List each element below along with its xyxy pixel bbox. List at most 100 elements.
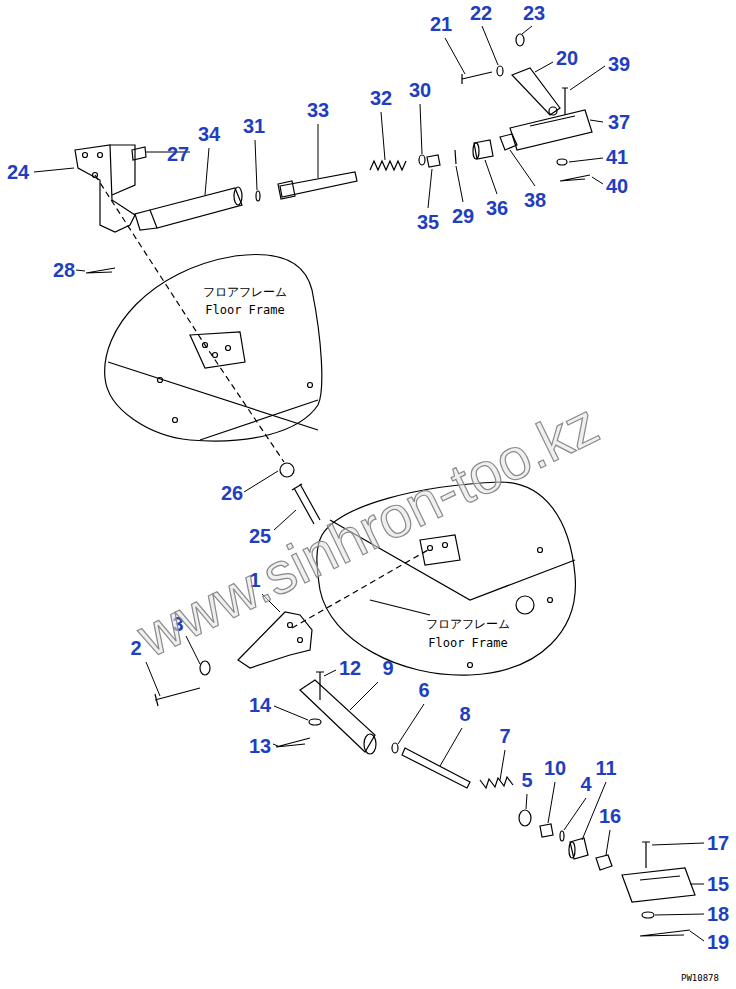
- lower-parts-stroke: [155, 688, 200, 706]
- leader-lines-stroke: [655, 914, 704, 915]
- floor-frame-lower-stroke: [548, 598, 553, 603]
- lower-parts-stroke: [569, 842, 575, 858]
- upper-parts-stroke: [462, 72, 492, 84]
- callout-number: 24: [7, 162, 29, 182]
- callout-number: 34: [198, 124, 220, 144]
- upper-parts-stroke: [516, 34, 524, 46]
- callout-number: 21: [430, 14, 452, 34]
- upper-parts-stroke: [150, 188, 242, 228]
- upper-parts-stroke: [278, 181, 295, 199]
- floor-frame-lower-stroke: [538, 548, 543, 553]
- callout-number: 28: [53, 260, 75, 280]
- lower-parts-stroke: [298, 638, 303, 643]
- lower-parts-stroke: [276, 738, 310, 747]
- leader-lines-stroke: [570, 66, 605, 90]
- upper-parts-stroke: [530, 116, 575, 126]
- leader-lines-stroke: [690, 931, 704, 941]
- lower-parts-stroke: [540, 824, 553, 837]
- upper-parts-stroke: [75, 145, 135, 232]
- floor-frame-upper-stroke: [105, 254, 322, 441]
- callout-number: 27: [167, 144, 189, 164]
- callout-number: 5: [521, 770, 532, 790]
- upper-parts-stroke: [256, 191, 260, 201]
- callout-number: 25: [249, 526, 271, 546]
- callout-number: 32: [370, 88, 392, 108]
- upper-parts-stroke: [455, 150, 456, 164]
- lower-parts-stroke: [640, 876, 680, 880]
- floor-frame-lower-stroke: [370, 600, 430, 615]
- callout-number: 13: [249, 736, 271, 756]
- lower-parts-stroke: [288, 623, 293, 628]
- upper-parts-stroke: [474, 140, 493, 159]
- leader-lines-stroke: [76, 270, 85, 271]
- upper-parts-stroke: [497, 66, 503, 76]
- upper-parts-stroke: [560, 175, 590, 181]
- lower-parts-stroke: [560, 831, 564, 841]
- upper-parts-stroke: [98, 153, 103, 158]
- callout-number: 19: [707, 932, 729, 952]
- floor-frame-lower-stroke: [443, 543, 448, 548]
- callout-number: 9: [382, 658, 393, 678]
- floor-frame-upper-stroke: [173, 418, 178, 423]
- callout-number: 18: [707, 904, 729, 924]
- upper-parts-stroke: [83, 153, 88, 158]
- callout-number: 20: [556, 48, 578, 68]
- drawing-code: PW10878: [681, 974, 719, 983]
- leader-lines-stroke: [428, 169, 432, 208]
- floor-frame-upper-stroke: [108, 362, 318, 430]
- floor-frame-upper-stroke: [226, 346, 231, 351]
- lower-parts-stroke: [480, 777, 513, 788]
- callout-number: 26: [221, 483, 243, 503]
- callout-number: 23: [523, 3, 545, 23]
- lower-parts-stroke: [402, 748, 470, 788]
- leader-lines-stroke: [690, 884, 704, 885]
- callout-number: 11: [595, 758, 616, 778]
- upper-parts-stroke: [512, 68, 560, 115]
- dashed-guides-stroke: [95, 175, 284, 462]
- callout-number: 37: [608, 112, 630, 132]
- upper-parts-stroke: [562, 88, 568, 115]
- upper-parts-stroke: [473, 143, 479, 159]
- leader-lines-stroke: [569, 158, 603, 162]
- lower-parts-stroke: [238, 612, 312, 668]
- leader-lines-stroke: [548, 782, 555, 823]
- leader-lines-stroke: [535, 62, 553, 72]
- floor-frame-lower-stroke: [420, 535, 460, 565]
- lower-parts-stroke: [364, 734, 376, 754]
- callout-number: 12: [339, 658, 361, 678]
- frame-label: Floor Frame: [428, 637, 507, 649]
- leader-lines-stroke: [500, 750, 505, 780]
- leader-lines-stroke: [273, 744, 278, 746]
- leader-lines-stroke: [440, 728, 462, 766]
- callout-number: 40: [606, 176, 628, 196]
- frame-label: Floor Frame: [205, 304, 284, 316]
- leader-lines-stroke: [398, 704, 424, 744]
- callout-number: 41: [606, 147, 628, 167]
- floor-frame-upper: [105, 254, 322, 441]
- upper-parts-stroke: [234, 187, 242, 205]
- callout-number: 17: [707, 833, 729, 853]
- leader-lines-stroke: [652, 843, 704, 845]
- upper-parts-stroke: [370, 161, 406, 170]
- lower-parts-stroke: [622, 868, 695, 902]
- lower-parts-stroke: [640, 930, 690, 936]
- leader-lines-stroke: [564, 798, 586, 830]
- leader-lines-stroke: [522, 26, 532, 34]
- callout-number: 8: [459, 704, 470, 724]
- leader-lines-stroke: [482, 26, 498, 65]
- leader-lines-stroke: [445, 38, 465, 74]
- floor-frame-upper-stroke: [200, 400, 318, 440]
- callout-number: 22: [470, 3, 492, 23]
- leader-lines-stroke: [34, 168, 74, 172]
- leader-lines-stroke: [318, 124, 319, 178]
- callout-number: 7: [499, 726, 510, 746]
- leader-lines-stroke: [205, 148, 209, 195]
- callout-number: 2: [130, 638, 141, 658]
- leader-lines-stroke: [456, 166, 463, 202]
- watermark: www.sinhron-too.kz: [129, 394, 606, 667]
- callout-number: 30: [409, 80, 431, 100]
- callout-number: 14: [249, 695, 271, 715]
- upper-parts-stroke: [135, 210, 157, 230]
- lower-parts-stroke: [596, 855, 612, 870]
